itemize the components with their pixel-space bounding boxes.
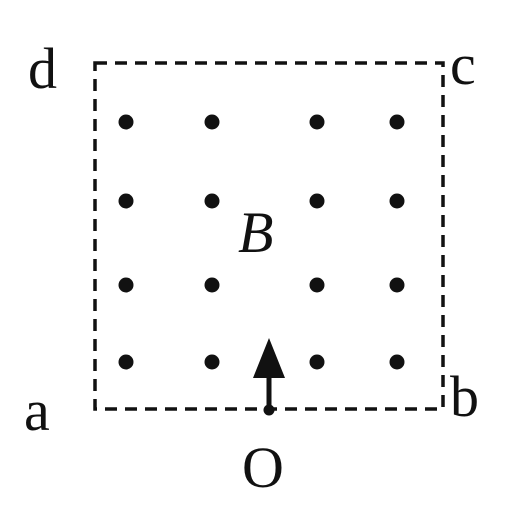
field-dot [309,193,325,209]
origin-label-O: O [242,435,284,500]
corner-label-d: d [28,36,57,101]
field-dot [118,354,134,370]
corner-label-c: c [450,32,476,97]
field-dot [204,193,220,209]
field-dot [118,277,134,293]
field-dot [204,277,220,293]
field-dot [389,114,405,130]
field-dot [389,277,405,293]
field-dot [309,354,325,370]
field-dot [204,114,220,130]
field-dot [204,354,220,370]
field-dot [118,114,134,130]
field-dot [389,354,405,370]
field-dots [118,114,405,370]
field-label-B: B [238,200,273,265]
field-dot [309,114,325,130]
corner-label-a: a [24,378,50,443]
corner-label-b: b [450,364,479,429]
velocity-arrow [253,338,285,416]
field-dot [309,277,325,293]
field-dot [389,193,405,209]
field-dot [118,193,134,209]
